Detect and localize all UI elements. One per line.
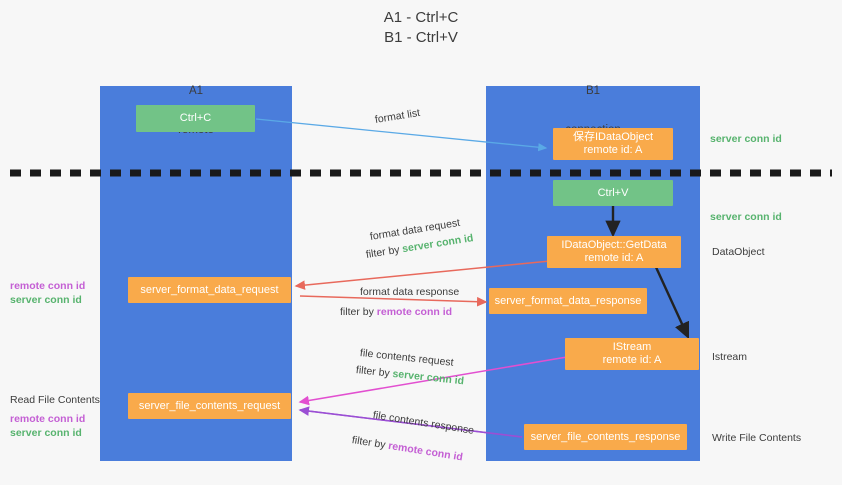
node-save-idataobject-label: 保存IDataObject: [572, 131, 654, 143]
node-ctrl-v[interactable]: Ctrl+V: [553, 180, 673, 206]
node-server-format-data-request[interactable]: server_format_data_request: [128, 277, 291, 303]
right-label-istream: Istream: [712, 350, 747, 364]
filter-key-remote-conn-id: remote conn id: [387, 439, 464, 464]
right-label-server-conn-id-mid: server conn id: [710, 210, 782, 224]
left-label-remote-conn-id-1-text: remote conn id: [10, 280, 86, 292]
node-server-file-contents-request[interactable]: server_file_contents_request: [128, 393, 291, 419]
left-label-read-file-contents: Read File Contents: [10, 393, 100, 407]
annotation-format-list-text: format list: [374, 106, 421, 126]
node-server-format-data-response-label: server_format_data_response: [494, 294, 642, 307]
node-getdata[interactable]: IDataObject::GetData remote id: A: [547, 236, 681, 268]
right-label-write-file-contents: Write File Contents: [712, 431, 801, 445]
right-label-server-conn-id-top: server conn id: [710, 132, 782, 146]
node-ctrl-c[interactable]: Ctrl+C: [136, 105, 255, 132]
node-getdata-sublabel: remote id: A: [584, 252, 644, 264]
node-ctrl-v-label: Ctrl+V: [597, 186, 629, 199]
node-server-file-contents-response[interactable]: server_file_contents_response: [524, 424, 687, 450]
node-istream-sublabel: remote id: A: [602, 354, 662, 366]
filter-prefix: filter by: [340, 306, 377, 318]
page-title: A1 - Ctrl+C B1 - Ctrl+V: [383, 9, 459, 46]
left-label-server-conn-id-2: server conn id: [10, 426, 82, 440]
annotation-format-data-response-filter: filter by remote conn id: [340, 305, 452, 319]
annotation-format-data-response: format data response: [360, 285, 459, 299]
left-label-server-conn-id-1-text: server conn id: [10, 294, 82, 306]
left-label-server-conn-id-2-text: server conn id: [10, 427, 82, 439]
left-label-server-conn-id-1: server conn id: [10, 293, 82, 307]
node-server-format-data-response[interactable]: server_format_data_response: [489, 288, 647, 314]
column-header-a1-name: A1: [188, 85, 204, 97]
node-istream[interactable]: IStream remote id: A: [565, 338, 699, 370]
node-save-idataobject-sublabel: remote id: A: [583, 144, 643, 156]
annotation-file-contents-response-text: file contents response: [372, 409, 475, 437]
node-save-idataobject[interactable]: 保存IDataObject remote id: A: [553, 128, 673, 160]
right-label-write-file-contents-text: Write File Contents: [712, 432, 802, 444]
node-server-format-data-request-label: server_format_data_request: [140, 283, 279, 296]
node-getdata-label: IDataObject::GetData: [561, 239, 667, 251]
node-server-file-contents-request-label: server_file_contents_request: [138, 399, 281, 412]
filter-prefix: filter by: [355, 364, 394, 380]
left-label-read-file-contents-text: Read File Contents: [10, 394, 100, 406]
annotation-format-data-response-text: format data response: [360, 286, 460, 298]
node-istream-label: IStream: [612, 341, 652, 353]
node-ctrl-c-label: Ctrl+C: [179, 112, 212, 124]
right-label-istream-text: Istream: [712, 351, 748, 363]
left-label-remote-conn-id-1: remote conn id: [10, 279, 85, 293]
right-label-server-conn-id-top-text: server conn id: [710, 133, 782, 145]
filter-prefix: filter by: [351, 434, 390, 452]
annotation-format-list: format list: [374, 106, 421, 127]
left-label-remote-conn-id-2-text: remote conn id: [10, 413, 86, 425]
node-server-file-contents-response-label: server_file_contents_response: [530, 430, 681, 443]
filter-key-server-conn-id: server conn id: [391, 367, 465, 388]
annotation-file-contents-response: file contents response: [372, 408, 475, 438]
annotation-file-contents-response-filter: filter by remote conn id: [351, 433, 464, 464]
right-label-dataobject: DataObject: [712, 245, 765, 259]
column-header-b1-name: B1: [585, 85, 601, 97]
right-label-dataobject-text: DataObject: [712, 246, 765, 258]
filter-key-remote-conn-id: remote conn id: [376, 306, 453, 318]
filter-prefix: filter by: [365, 243, 404, 261]
left-label-remote-conn-id-2: remote conn id: [10, 412, 85, 426]
right-label-server-conn-id-mid-text: server conn id: [710, 211, 782, 223]
